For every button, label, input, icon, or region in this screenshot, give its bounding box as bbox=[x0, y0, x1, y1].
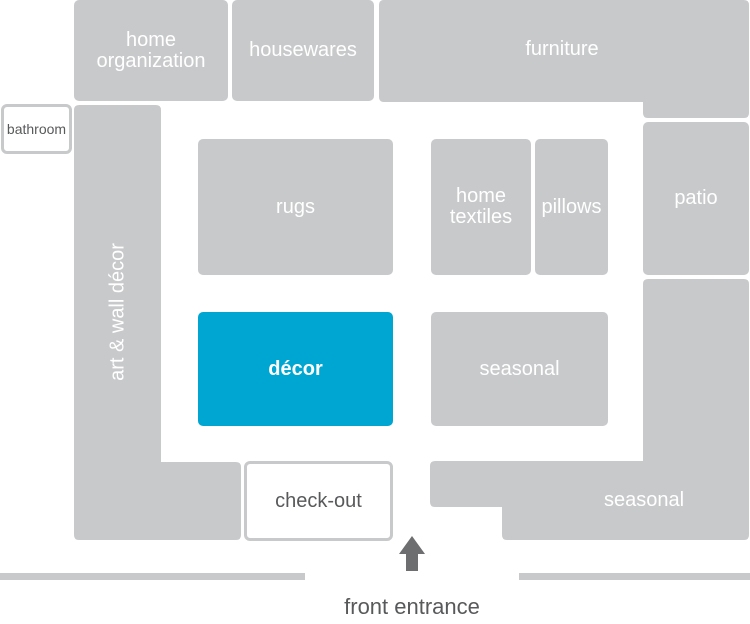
seasonal-corner-block-shape bbox=[430, 279, 749, 540]
decor-label: décor bbox=[268, 357, 323, 380]
art-wall-decor-block-shape bbox=[74, 105, 241, 540]
housewares-label: housewares bbox=[249, 39, 357, 61]
pillows-section[interactable]: pillows bbox=[535, 139, 608, 275]
home-textiles-label: home textiles bbox=[449, 185, 513, 228]
home-organization-section[interactable]: home organization bbox=[74, 0, 228, 101]
patio-label: patio bbox=[674, 187, 718, 209]
entrance-arrow-icon bbox=[399, 536, 425, 571]
seasonal-center-section[interactable]: seasonal bbox=[431, 312, 608, 426]
front-entrance-label: front entrance bbox=[344, 594, 480, 619]
pillows-label: pillows bbox=[541, 195, 602, 218]
front-wall-right bbox=[519, 573, 750, 580]
patio-section[interactable]: patio bbox=[643, 122, 749, 275]
front-wall-left bbox=[0, 573, 305, 580]
furniture-label: furniture bbox=[525, 38, 599, 60]
bathroom-label: bathroom bbox=[6, 121, 67, 137]
art-wall-decor-label: art & wall décor bbox=[106, 243, 129, 381]
furniture-block-shape bbox=[379, 0, 749, 118]
housewares-section[interactable]: housewares bbox=[232, 0, 374, 101]
bathroom-section[interactable]: bathroom bbox=[1, 104, 72, 154]
decor-section[interactable]: décor bbox=[198, 312, 393, 426]
rugs-section[interactable]: rugs bbox=[198, 139, 393, 275]
check-out-label: check-out bbox=[275, 489, 362, 512]
home-organization-label: home organization bbox=[96, 28, 206, 72]
seasonal-corner-label: seasonal bbox=[603, 489, 685, 511]
rugs-label: rugs bbox=[276, 195, 315, 218]
check-out-section[interactable]: check-out bbox=[244, 461, 393, 541]
seasonal-center-label: seasonal bbox=[479, 357, 560, 380]
home-textiles-section[interactable]: home textiles bbox=[431, 139, 531, 275]
